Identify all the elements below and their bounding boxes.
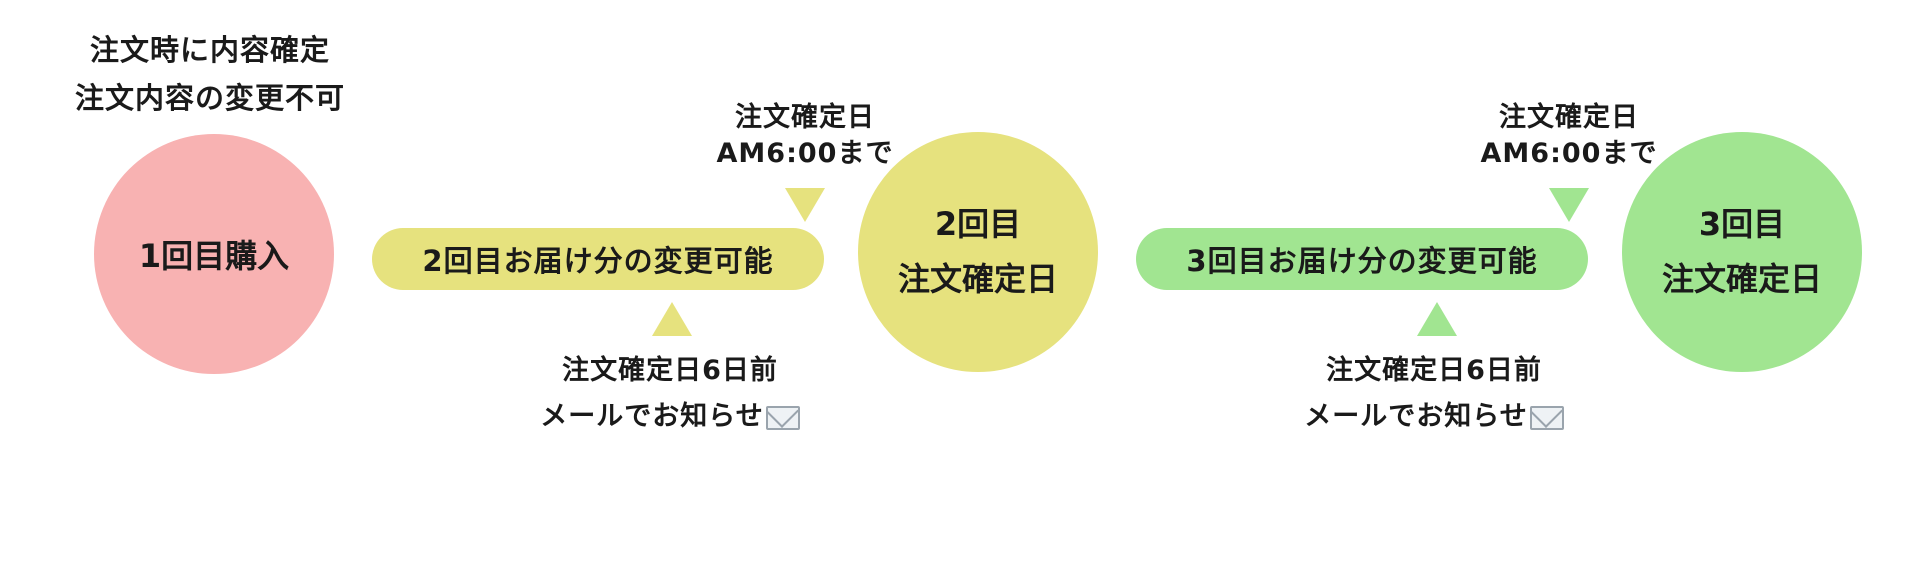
step1-label: 1回目購入: [138, 237, 290, 275]
period3-notice: 注文確定日6日前 メールでお知らせ: [1284, 348, 1584, 440]
period3-change-window: 3回目お届け分の変更可能: [1136, 228, 1588, 290]
period3-deadline: 注文確定日 AM6:00まで: [1454, 100, 1684, 172]
period3-deadline-line1: 注文確定日: [1499, 102, 1639, 133]
envelope-icon: [765, 405, 800, 430]
envelope-icon: [1529, 405, 1564, 430]
step2-confirm-date-circle: 2回目 注文確定日: [858, 132, 1098, 372]
period3-notice-line2: メールでお知らせ: [1304, 401, 1528, 432]
first-order-note-line2: 注文内容の変更不可: [74, 81, 345, 115]
period2-deadline: 注文確定日 AM6:00まで: [690, 100, 920, 172]
period2-notice-arrow: [652, 302, 692, 336]
period3-deadline-arrow: [1549, 188, 1589, 222]
step2-line1: 2回目: [934, 205, 1022, 243]
period2-change-window: 2回目お届け分の変更可能: [372, 228, 824, 290]
first-order-note: 注文時に内容確定 注文内容の変更不可: [40, 26, 380, 122]
step3-confirm-date-circle: 3回目 注文確定日: [1622, 132, 1862, 372]
period2-deadline-line1: 注文確定日: [735, 102, 875, 133]
period2-deadline-line2: AM6:00まで: [716, 138, 894, 169]
period3-notice-line2-row: メールでお知らせ: [1284, 394, 1584, 440]
step2-line2: 注文確定日: [897, 260, 1058, 298]
period2-deadline-arrow: [785, 188, 825, 222]
period2-notice-line2: メールでお知らせ: [540, 401, 764, 432]
step1-first-purchase-circle: 1回目購入: [94, 134, 334, 374]
period2-notice-line1: 注文確定日6日前: [562, 355, 778, 386]
step3-line2: 注文確定日: [1661, 260, 1822, 298]
period3-label: 3回目お届け分の変更可能: [1186, 244, 1538, 278]
period3-notice-arrow: [1417, 302, 1457, 336]
first-order-note-line1: 注文時に内容確定: [89, 33, 330, 67]
period2-notice: 注文確定日6日前 メールでお知らせ: [520, 348, 820, 440]
period3-notice-line1: 注文確定日6日前: [1326, 355, 1542, 386]
period2-notice-line2-row: メールでお知らせ: [520, 394, 820, 440]
period3-deadline-line2: AM6:00まで: [1480, 138, 1658, 169]
step3-line1: 3回目: [1698, 205, 1786, 243]
period2-label: 2回目お届け分の変更可能: [422, 244, 774, 278]
